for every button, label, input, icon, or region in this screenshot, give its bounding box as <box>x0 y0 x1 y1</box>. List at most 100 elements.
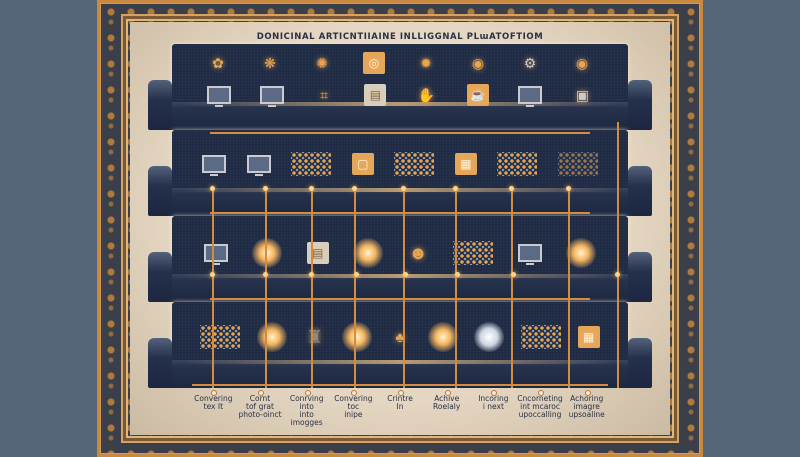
caption-3: Conrving into into imogges <box>283 390 330 427</box>
connector-vertical <box>265 188 267 388</box>
sofa-seat <box>162 360 638 388</box>
connector-node <box>210 186 215 191</box>
sun-glow-icon <box>352 238 383 268</box>
grid-network-icon: ✺ <box>316 54 328 71</box>
sofa-arm-right <box>628 166 652 216</box>
poster-title: DONICINAL ARTICNTIIAINE INLLIGGNAL PLɯAT… <box>256 32 544 42</box>
connector-node <box>210 272 215 277</box>
connector-node <box>401 186 406 191</box>
glow-orb-icon <box>427 322 458 352</box>
stone-robot-icon: ♜ <box>306 326 323 347</box>
seat-glow <box>184 102 616 106</box>
caption-line: into imogges <box>290 410 323 427</box>
connector-vertical <box>568 188 570 388</box>
caption-line: Crintre <box>387 394 413 403</box>
brain-tree-icon: ♣ <box>395 329 405 345</box>
sofa-arm-right <box>628 80 652 130</box>
monitor-icon <box>204 244 229 265</box>
caption-2: Cornt tof grat photo-oinct <box>237 390 284 427</box>
sofa-arm-right <box>628 252 652 302</box>
sofa-back <box>172 216 628 278</box>
connector-node <box>453 186 458 191</box>
icon-row: ♜ ♣ ▦ <box>192 322 608 352</box>
icon-row-bottom: ⌗ ▤ ✋ ☕ ▣ <box>192 84 608 107</box>
seat-glow <box>184 274 616 278</box>
monitor-particles-icon <box>202 155 227 176</box>
connector-node <box>615 272 620 277</box>
connector-vertical <box>511 188 513 388</box>
sofa-seat <box>162 188 638 216</box>
sofa-back <box>172 44 628 106</box>
caption-line: upsoaline <box>568 410 605 419</box>
connector-node <box>352 186 357 191</box>
connector-bus-2 <box>210 212 590 214</box>
data-bars-icon <box>394 152 435 176</box>
sofa-row-4: ♜ ♣ ▦ <box>144 302 656 390</box>
caption-line: Convering <box>194 394 233 403</box>
sofa-row-2: ▢ ▦ <box>144 130 656 218</box>
laptop-icon <box>259 86 284 107</box>
laptop-particles-icon <box>246 155 271 176</box>
robot-icon: ◉ <box>471 54 485 71</box>
inner-gold-border <box>121 14 679 443</box>
seat-glow <box>184 188 616 192</box>
connector-node <box>455 272 460 277</box>
caption-line: into <box>299 402 314 411</box>
connector-vertical <box>212 188 214 388</box>
hand-card-icon: ✋ <box>417 86 436 103</box>
sofa-row-1: ✿ ❋ ✺ ◎ ✹ ◉ ⚙ ◉ ⌗ ▤ ✋ ☕ ▣ <box>144 44 656 132</box>
hub-icon: ❋ <box>264 54 276 71</box>
caption-line: Cornt <box>249 394 271 403</box>
connector-node <box>263 272 268 277</box>
connector-bus-3 <box>210 298 590 300</box>
caption-8: Cncorneting int mcaroc upoccalling <box>517 390 564 427</box>
connector-vertical <box>354 188 356 388</box>
connector-bus-1 <box>210 132 590 134</box>
caption-line: Incoring <box>478 394 509 403</box>
icon-row: ▤ ☻ <box>192 238 608 268</box>
image-pieces-icon <box>497 152 538 176</box>
caption-1: Convering tex It <box>190 390 237 427</box>
connector-node <box>309 186 314 191</box>
dissolve-icon <box>557 152 598 176</box>
document-box-icon: ◎ <box>363 52 385 74</box>
caption-line: i next <box>482 402 504 411</box>
caption-line: tex It <box>203 402 224 411</box>
poster-frame: DONICINAL ARTICNTIIAINE INLLIGGNAL PLɯAT… <box>97 0 703 457</box>
connector-vertical <box>455 188 457 388</box>
caption-line: toc <box>347 402 360 411</box>
caption-line: In <box>396 402 404 411</box>
sofa-back <box>172 302 628 364</box>
poster-canvas: DONICINAL ARTICNTIIAINE INLLIGGNAL PLɯAT… <box>130 22 670 435</box>
particle-cluster-icon <box>291 152 332 176</box>
sofa-arm-left <box>148 252 172 302</box>
sofa-row-3: ▤ ☻ <box>144 216 656 304</box>
desktop-icon <box>518 86 543 107</box>
connector-vertical <box>617 122 619 388</box>
caption-line: Achoring <box>570 394 604 403</box>
sofa-arm-left <box>148 80 172 130</box>
sofa-arm-right <box>628 338 652 388</box>
caption-line: Roelaly <box>433 402 461 411</box>
caption-line: imagre <box>573 402 600 411</box>
caption-5: Crintre In <box>377 390 424 427</box>
caption-line: int mcaroc <box>520 402 560 411</box>
connector-node <box>354 272 359 277</box>
icon-row: ▢ ▦ <box>192 152 608 176</box>
caption-line: inipe <box>344 410 363 419</box>
seat-glow <box>184 360 616 364</box>
network-icon: ✿ <box>212 54 224 71</box>
caption-line: Achive <box>434 394 460 403</box>
monitor-icon <box>206 86 231 107</box>
caption-4: Convering toc inipe <box>330 390 377 427</box>
icon-row-top: ✿ ❋ ✺ ◎ ✹ ◉ ⚙ ◉ <box>192 52 608 74</box>
sofa-seat <box>162 274 638 302</box>
white-orb-icon <box>474 322 505 352</box>
caption-7: Incoring i next <box>470 390 517 427</box>
connector-bus-4 <box>192 384 608 386</box>
caption-line: Convering <box>334 394 373 403</box>
photo-grid-icon: ▦ <box>577 326 600 348</box>
caption-line: Cncorneting <box>517 394 563 403</box>
caption-line: photo-oinct <box>238 410 282 419</box>
gear-icon: ⚙ <box>523 54 537 71</box>
